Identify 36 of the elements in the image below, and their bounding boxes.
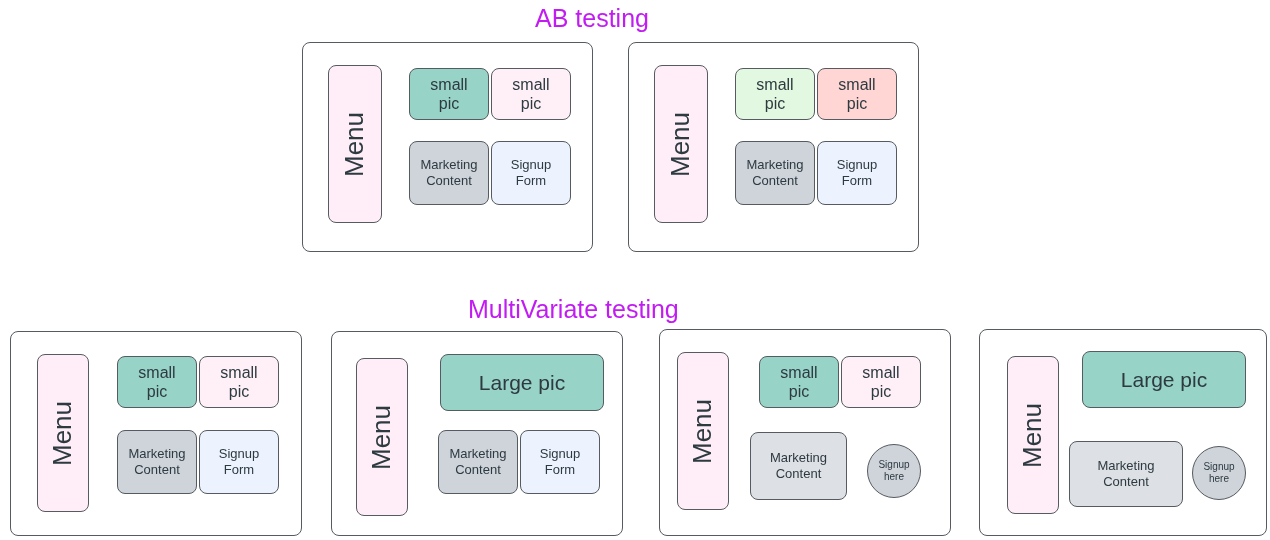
menu-bar: Menu [677, 352, 729, 510]
menu-bar: Menu [654, 65, 708, 223]
signup-circle: Signup here [867, 444, 921, 498]
picture-panel: small pic [491, 68, 571, 120]
content-block: Signup Form [817, 141, 897, 205]
content-block: Marketing Content [409, 141, 489, 205]
content-block: Signup Form [520, 430, 600, 494]
section-heading: AB testing [535, 4, 649, 33]
picture-panel: small pic [817, 68, 897, 120]
picture-panel: small pic [841, 356, 921, 408]
content-block: Marketing Content [735, 141, 815, 205]
content-block: Marketing Content [1069, 441, 1183, 507]
page-mockup-frame [628, 42, 919, 252]
picture-panel: Large pic [1082, 351, 1246, 408]
section-heading: MultiVariate testing [468, 295, 679, 324]
picture-panel: small pic [117, 356, 197, 408]
content-block: Marketing Content [750, 432, 847, 500]
content-block: Signup Form [491, 141, 571, 205]
menu-bar: Menu [328, 65, 382, 223]
page-mockup-frame [302, 42, 593, 252]
picture-panel: small pic [759, 356, 839, 408]
picture-panel: Large pic [440, 354, 604, 411]
page-mockup-frame [659, 329, 951, 536]
content-block: Signup Form [199, 430, 279, 494]
picture-panel: small pic [735, 68, 815, 120]
menu-bar: Menu [1007, 356, 1059, 514]
page-mockup-frame [10, 331, 302, 536]
content-block: Marketing Content [117, 430, 197, 494]
menu-bar: Menu [356, 358, 408, 516]
page-mockup-frame [331, 331, 623, 536]
menu-bar: Menu [37, 354, 89, 512]
page-mockup-frame [979, 329, 1267, 536]
picture-panel: small pic [199, 356, 279, 408]
signup-circle: Signup here [1192, 446, 1246, 500]
content-block: Marketing Content [438, 430, 518, 494]
picture-panel: small pic [409, 68, 489, 120]
